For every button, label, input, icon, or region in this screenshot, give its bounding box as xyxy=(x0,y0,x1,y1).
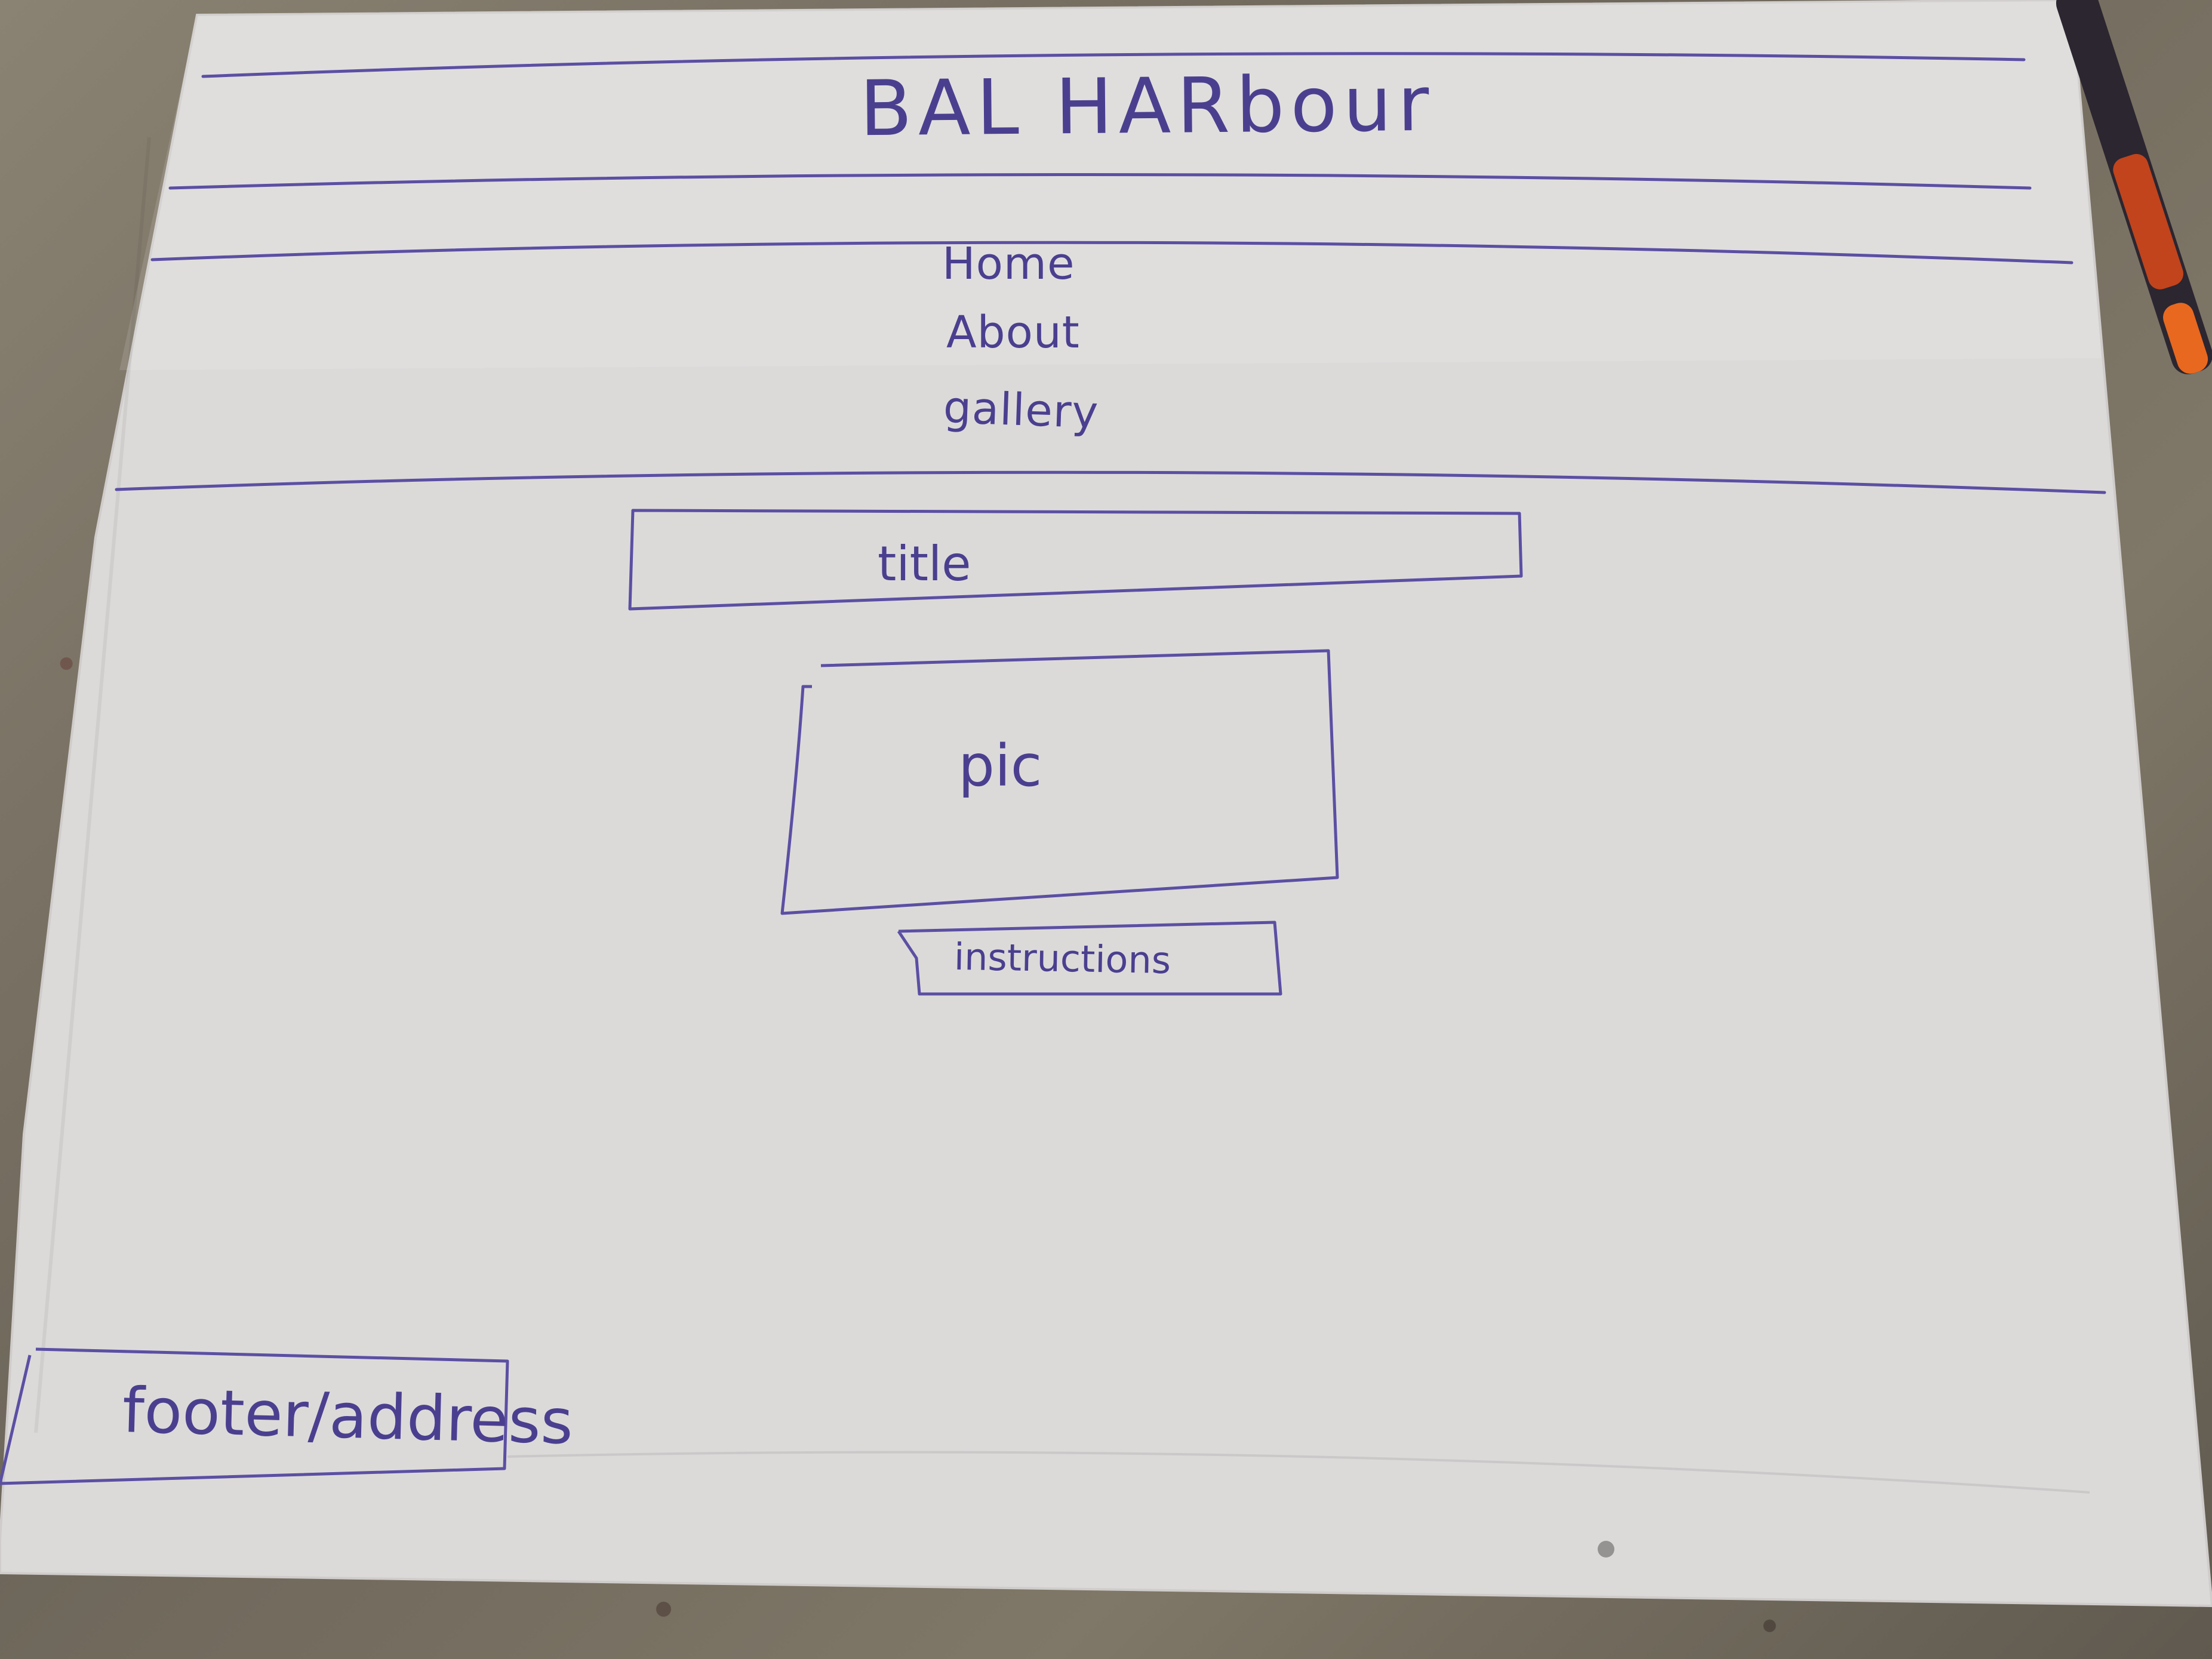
instructions-box-label: instructions xyxy=(953,934,1171,983)
site-title: BAL HARbour xyxy=(859,59,1436,154)
footer-address-label: footer/address xyxy=(121,1374,574,1458)
nav-item-home[interactable]: Home xyxy=(942,238,1075,290)
pen xyxy=(2056,0,2212,374)
nav-item-about[interactable]: About xyxy=(946,307,1080,358)
paper-background xyxy=(0,0,2212,1608)
pic-box-label: pic xyxy=(958,732,1042,799)
header-lines xyxy=(115,52,2106,494)
paper-crease xyxy=(34,137,151,1433)
paper-highlight xyxy=(119,0,2102,370)
nav-item-gallery[interactable]: gallery xyxy=(942,381,1100,439)
footer-box-outline xyxy=(0,1347,509,1485)
paper-dot xyxy=(1598,1541,1614,1558)
title-box-outline xyxy=(628,509,1523,611)
title-box-label: title xyxy=(878,536,971,592)
instructions-box-outline xyxy=(897,921,1282,996)
paper-shadow-line xyxy=(507,1451,2090,1494)
pic-box-outline xyxy=(780,649,1339,915)
